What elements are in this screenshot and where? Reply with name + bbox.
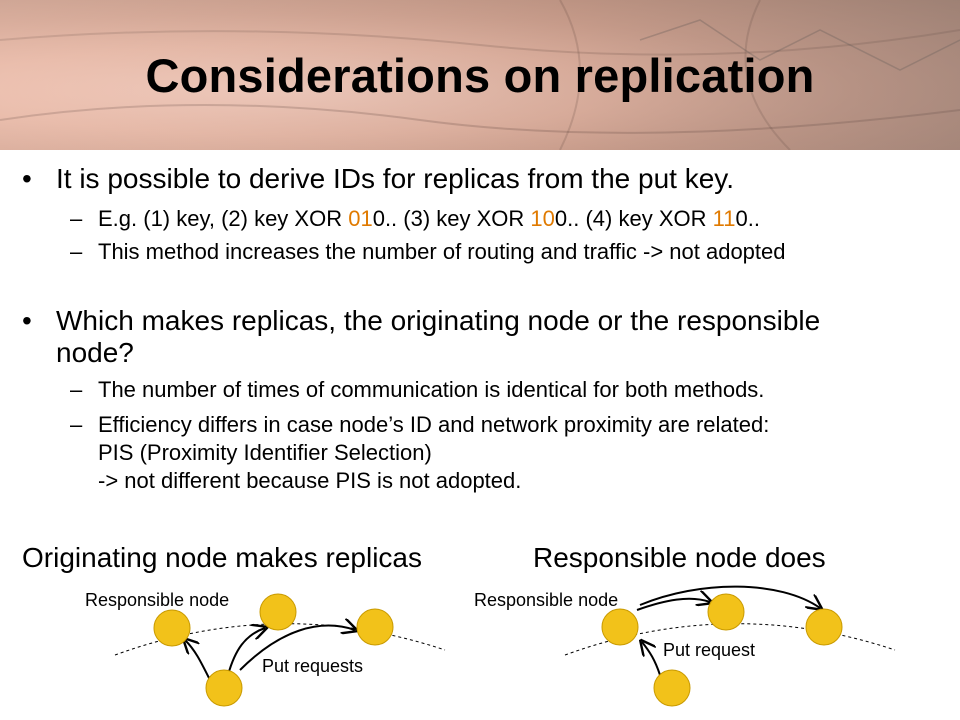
right-responsible-label: Responsible node bbox=[474, 590, 619, 610]
bullet-dot: • bbox=[22, 305, 32, 336]
left-responsible-label: Responsible node bbox=[85, 590, 230, 610]
right-put-label: Put request bbox=[663, 640, 756, 660]
bullet-1-sub-2: – This method increases the number of ro… bbox=[70, 238, 786, 266]
replica-node-1 bbox=[259, 593, 297, 631]
bullet-2-sub-1-text: The number of times of communication is … bbox=[98, 377, 765, 402]
arrow-to-responsible bbox=[642, 642, 661, 676]
bullet-dot: • bbox=[22, 163, 32, 194]
left-diagram-heading: Originating node makes replicas bbox=[22, 542, 422, 573]
bullet-1-sub-1-text: E.g. (1) key, (2) key XOR 010.. (3) key … bbox=[98, 206, 760, 231]
arrow-to-responsible bbox=[185, 640, 211, 681]
bullet-2-sub-2: – Efficiency differs in case node’s ID a… bbox=[70, 411, 769, 495]
left-put-label: Put requests bbox=[262, 656, 364, 676]
bullet-1: • It is possible to derive IDs for repli… bbox=[22, 163, 734, 195]
replica-node-2 bbox=[356, 608, 394, 646]
left-diagram bbox=[114, 593, 446, 707]
dash: – bbox=[70, 239, 83, 264]
arrow-to-replica-1 bbox=[636, 599, 710, 611]
bullet-2-sub-2-text: Efficiency differs in case node’s ID and… bbox=[98, 412, 770, 493]
originating-node bbox=[205, 669, 243, 707]
responsible-node bbox=[153, 609, 191, 647]
arrow-to-replica-1 bbox=[227, 628, 265, 676]
slide-title: Considerations on replication bbox=[145, 49, 815, 102]
replica-node-2 bbox=[805, 608, 843, 646]
originating-node bbox=[653, 669, 691, 707]
arrow-to-replica-2 bbox=[639, 585, 820, 608]
right-diagram bbox=[564, 585, 896, 707]
map-background bbox=[0, 0, 960, 150]
bullet-2-text: Which makes replicas, the originating no… bbox=[56, 305, 821, 368]
responsible-node bbox=[601, 608, 639, 646]
arrow-to-replica-2 bbox=[239, 626, 355, 671]
bullet-1-sub-2-text: This method increases the number of rout… bbox=[98, 239, 786, 264]
dash: – bbox=[70, 206, 83, 231]
dash: – bbox=[70, 412, 83, 437]
right-diagram-heading: Responsible node does bbox=[533, 542, 826, 573]
replication-diagrams bbox=[114, 585, 896, 707]
bullet-2-sub-1: – The number of times of communication i… bbox=[70, 376, 764, 404]
header-banner: Considerations on replication bbox=[0, 0, 960, 150]
bullet-2: • Which makes replicas, the originating … bbox=[22, 305, 820, 369]
bullet-1-text: It is possible to derive IDs for replica… bbox=[56, 163, 734, 194]
bullet-1-sub-1: – E.g. (1) key, (2) key XOR 010.. (3) ke… bbox=[70, 205, 760, 233]
dash: – bbox=[70, 377, 83, 402]
replica-node-1 bbox=[707, 593, 745, 631]
header-shade bbox=[0, 0, 960, 150]
